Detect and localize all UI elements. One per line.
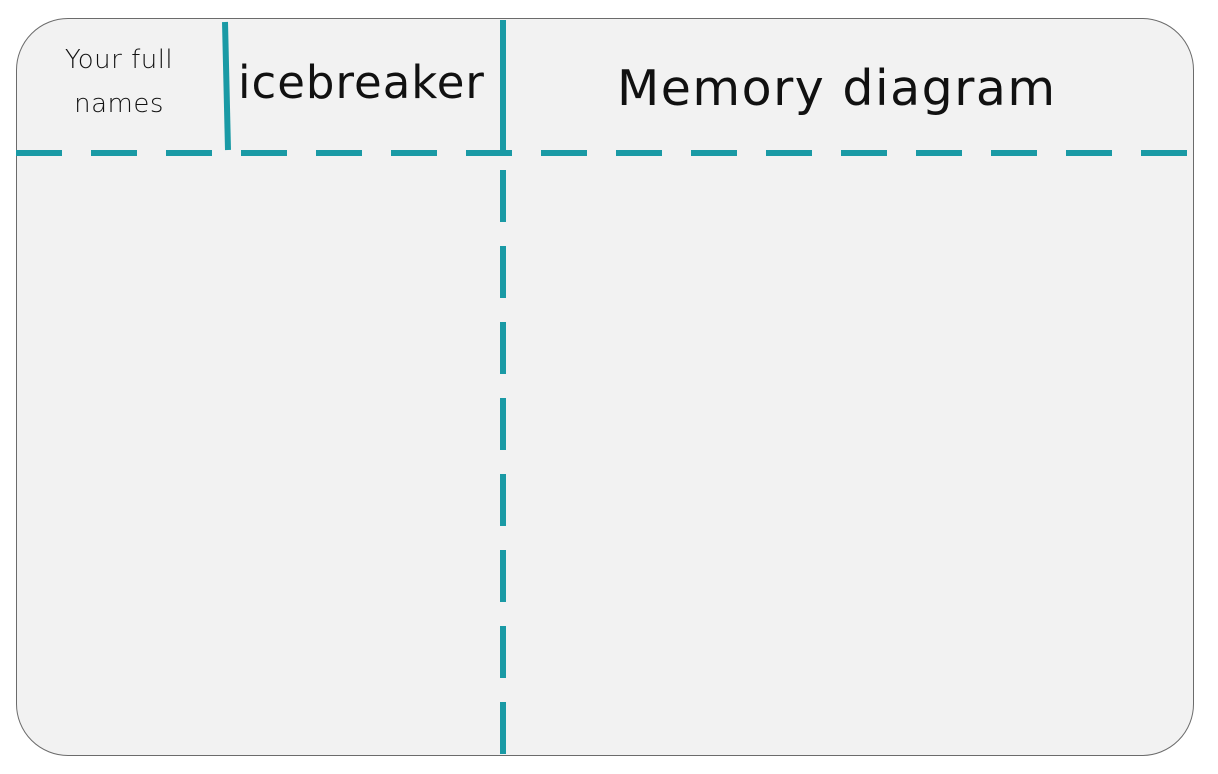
names-icebreaker-divider-line <box>222 21 231 151</box>
memory-diagram-header-label: Memory diagram <box>617 60 1057 117</box>
template-card <box>16 18 1194 756</box>
icebreaker-header-label: icebreaker <box>238 56 485 109</box>
names-header-label: Your full names <box>64 45 174 119</box>
